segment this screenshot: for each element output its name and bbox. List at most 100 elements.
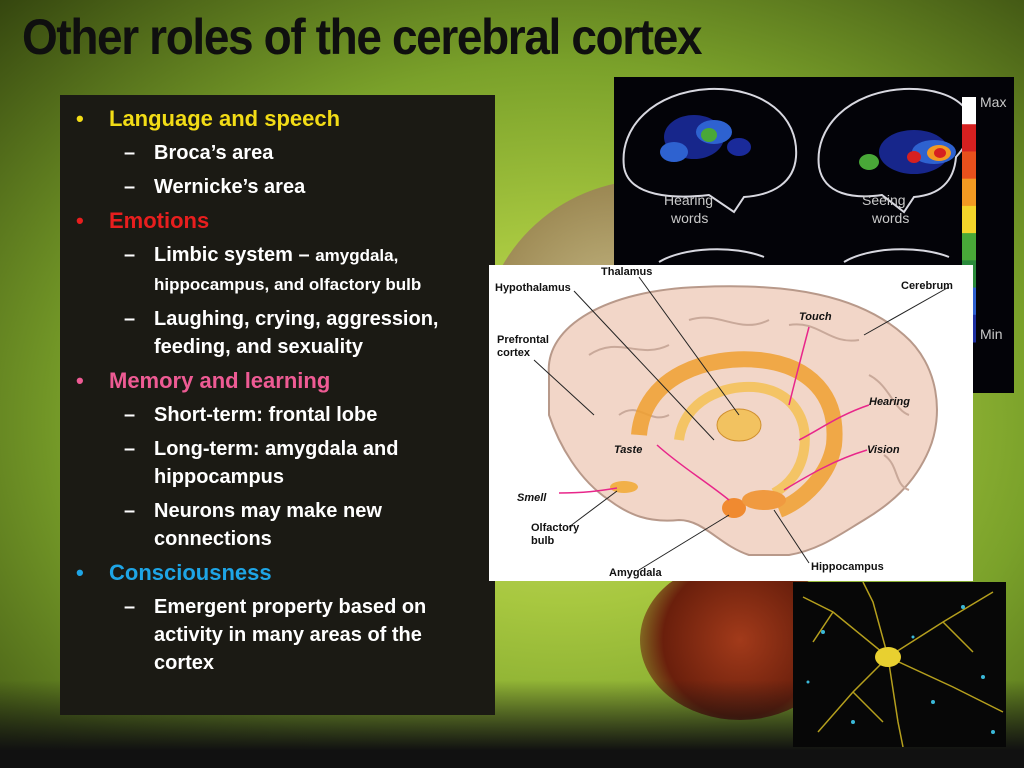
subitem-laughing: – Laughing, crying, aggression, feeding,…	[74, 305, 481, 361]
leader-prefrontal	[533, 359, 595, 416]
label-olfactory-1: Olfactory	[531, 522, 580, 534]
bullet-memory-label: Memory and learning	[109, 368, 331, 393]
neuron-cell-body	[875, 647, 901, 667]
brain-outline-lower-left	[658, 248, 765, 263]
scale-segment	[962, 124, 976, 152]
activity-blob	[859, 154, 879, 170]
subitem-long-term-label: Long-term: amygdala and hippocampus	[154, 438, 399, 488]
bullet-emotions-label: Emotions	[109, 208, 210, 233]
dash-marker: –	[124, 596, 136, 618]
scale-segment	[962, 233, 976, 261]
pet-label-seeing-2: words	[871, 210, 909, 226]
dash-marker: –	[124, 244, 136, 266]
label-smell: Smell	[517, 492, 547, 504]
subitem-long-term: – Long-term: amygdala and hippocampus	[74, 435, 481, 491]
pet-label-hearing-2: words	[670, 210, 708, 226]
hippocampus-shape	[742, 490, 786, 510]
neuron-svg	[802, 582, 1004, 747]
limbic-brain-diagram: Thalamus Hypothalamus Cerebrum Touch Pre…	[489, 265, 973, 581]
dash-marker: –	[124, 308, 136, 330]
brain-gyrus	[588, 316, 910, 491]
subitem-short-term-label: Short-term: frontal lobe	[154, 404, 378, 426]
pet-label-hearing-1: Hearing	[664, 192, 713, 208]
subitem-wernicke: – Wernicke’s area	[74, 173, 481, 201]
label-olfactory-2: bulb	[531, 535, 554, 547]
dash-marker: –	[124, 438, 136, 460]
brain-outline-hearing	[622, 87, 798, 214]
label-prefrontal-1: Prefrontal	[497, 334, 549, 346]
leader-thalamus	[638, 276, 740, 416]
brain-outline-lower-right	[843, 248, 950, 263]
label-hypothalamus: Hypothalamus	[495, 282, 571, 294]
activity-blob	[701, 128, 717, 142]
arrow-touch	[788, 326, 810, 406]
activity-blob	[934, 148, 946, 158]
label-touch: Touch	[799, 311, 832, 323]
dash-marker: –	[124, 176, 136, 198]
label-hippocampus: Hippocampus	[811, 561, 884, 573]
pet-label-max: Max	[980, 94, 1006, 110]
activity-blob	[660, 142, 688, 162]
bullet-memory: • Memory and learning	[74, 367, 481, 395]
thalamus-shape	[716, 408, 762, 442]
scale-segment	[962, 178, 976, 207]
dash-marker: –	[124, 142, 136, 164]
subitem-laughing-label: Laughing, crying, aggression, feeding, a…	[154, 308, 439, 358]
leader-amygdala	[638, 514, 730, 571]
activity-blob	[907, 151, 921, 163]
bullet-panel: • Language and speech – Broca’s area – W…	[60, 95, 495, 715]
bullet-consciousness-label: Consciousness	[109, 560, 272, 585]
bullet-list: • Language and speech – Broca’s area – W…	[74, 105, 481, 677]
activity-blob	[727, 138, 751, 156]
label-prefrontal-2: cortex	[497, 347, 531, 359]
bullet-dot: •	[76, 106, 84, 131]
bullet-dot: •	[76, 368, 84, 393]
leader-olfactory	[568, 490, 618, 528]
leader-hippocampus	[773, 509, 810, 564]
subitem-short-term: – Short-term: frontal lobe	[74, 401, 481, 429]
limbic-arc-inner	[674, 381, 810, 498]
pet-label-min: Min	[980, 326, 1003, 342]
olfactory-bulb-shape	[610, 481, 638, 493]
limbic-brain-svg: Thalamus Hypothalamus Cerebrum Touch Pre…	[495, 266, 953, 579]
bullet-consciousness: • Consciousness	[74, 559, 481, 587]
bullet-language: • Language and speech	[74, 105, 481, 133]
subitem-neurons: – Neurons may make new connections	[74, 497, 481, 553]
leader-lines	[533, 276, 950, 571]
bullet-language-label: Language and speech	[109, 106, 341, 131]
subitem-broca: – Broca’s area	[74, 139, 481, 167]
label-cerebrum: Cerebrum	[901, 280, 953, 292]
sensory-arrows	[558, 326, 870, 501]
neuron-dendrites	[802, 582, 1004, 747]
subitem-broca-label: Broca’s area	[154, 142, 274, 164]
subitem-limbic-detail: amygdala, hippocampus, and olfactory bul…	[154, 246, 422, 294]
neuron-micrograph	[793, 582, 1006, 747]
arrow-taste	[656, 444, 730, 501]
scale-segment	[962, 151, 976, 180]
subitem-neurons-label: Neurons may make new connections	[154, 500, 382, 550]
label-hearing: Hearing	[869, 396, 910, 408]
label-taste: Taste	[614, 444, 642, 456]
scale-segment	[962, 205, 976, 234]
leader-cerebrum	[863, 286, 950, 336]
bullet-dot: •	[76, 208, 84, 233]
dash-marker: –	[124, 404, 136, 426]
arrow-vision	[783, 449, 868, 491]
bullet-dot: •	[76, 560, 84, 585]
subitem-emergent-label: Emergent property based on activity in m…	[154, 596, 427, 674]
subitem-emergent: – Emergent property based on activity in…	[74, 593, 481, 677]
dash-marker: –	[124, 500, 136, 522]
subitem-wernicke-label: Wernicke’s area	[154, 176, 306, 198]
label-vision: Vision	[867, 444, 900, 456]
bullet-emotions: • Emotions	[74, 207, 481, 235]
label-thalamus: Thalamus	[601, 266, 652, 278]
leader-hypothalamus	[573, 290, 715, 441]
neuron-dots	[806, 605, 995, 734]
slide-title: Other roles of the cerebral cortex	[22, 9, 702, 65]
scale-segment	[962, 97, 976, 125]
arrow-smell	[558, 487, 618, 494]
subitem-limbic-label: Limbic system –	[154, 244, 316, 266]
amygdala-shape	[722, 498, 746, 518]
arrow-hearing	[798, 404, 870, 441]
